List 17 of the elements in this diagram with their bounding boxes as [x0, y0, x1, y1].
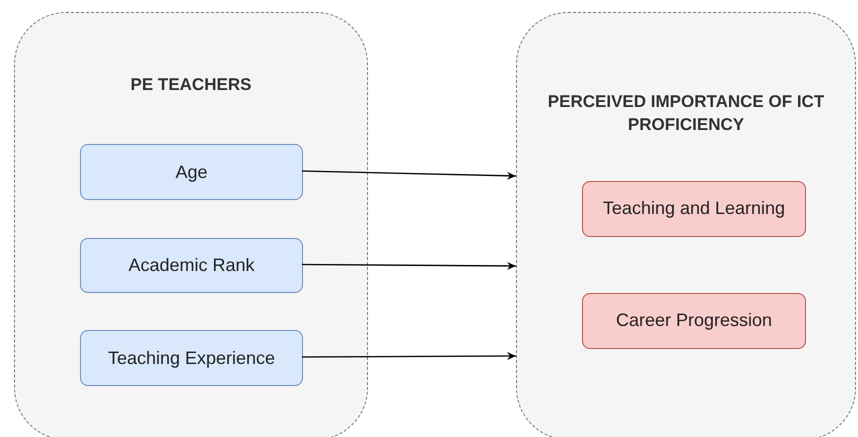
process-box	[582, 181, 806, 237]
process-box	[80, 330, 303, 386]
box-label: Academic Rank	[128, 255, 255, 276]
arrow	[302, 352, 516, 360]
process-box	[582, 293, 806, 349]
group-container	[14, 12, 368, 437]
arrow	[302, 262, 516, 270]
group-title: PERCEIVED IMPORTANCE OF ICT PROFICIENCY	[546, 91, 826, 136]
process-box	[80, 238, 303, 293]
box-label: Teaching and Learning	[602, 197, 786, 220]
box-label: Age	[175, 162, 208, 182]
arrow	[302, 170, 516, 180]
group-title: PE TEACHERS	[130, 74, 252, 96]
box-label: Career Progression	[616, 309, 772, 332]
process-box	[80, 144, 303, 200]
box-label: Teaching Experience	[108, 348, 276, 368]
group-container	[516, 12, 856, 437]
